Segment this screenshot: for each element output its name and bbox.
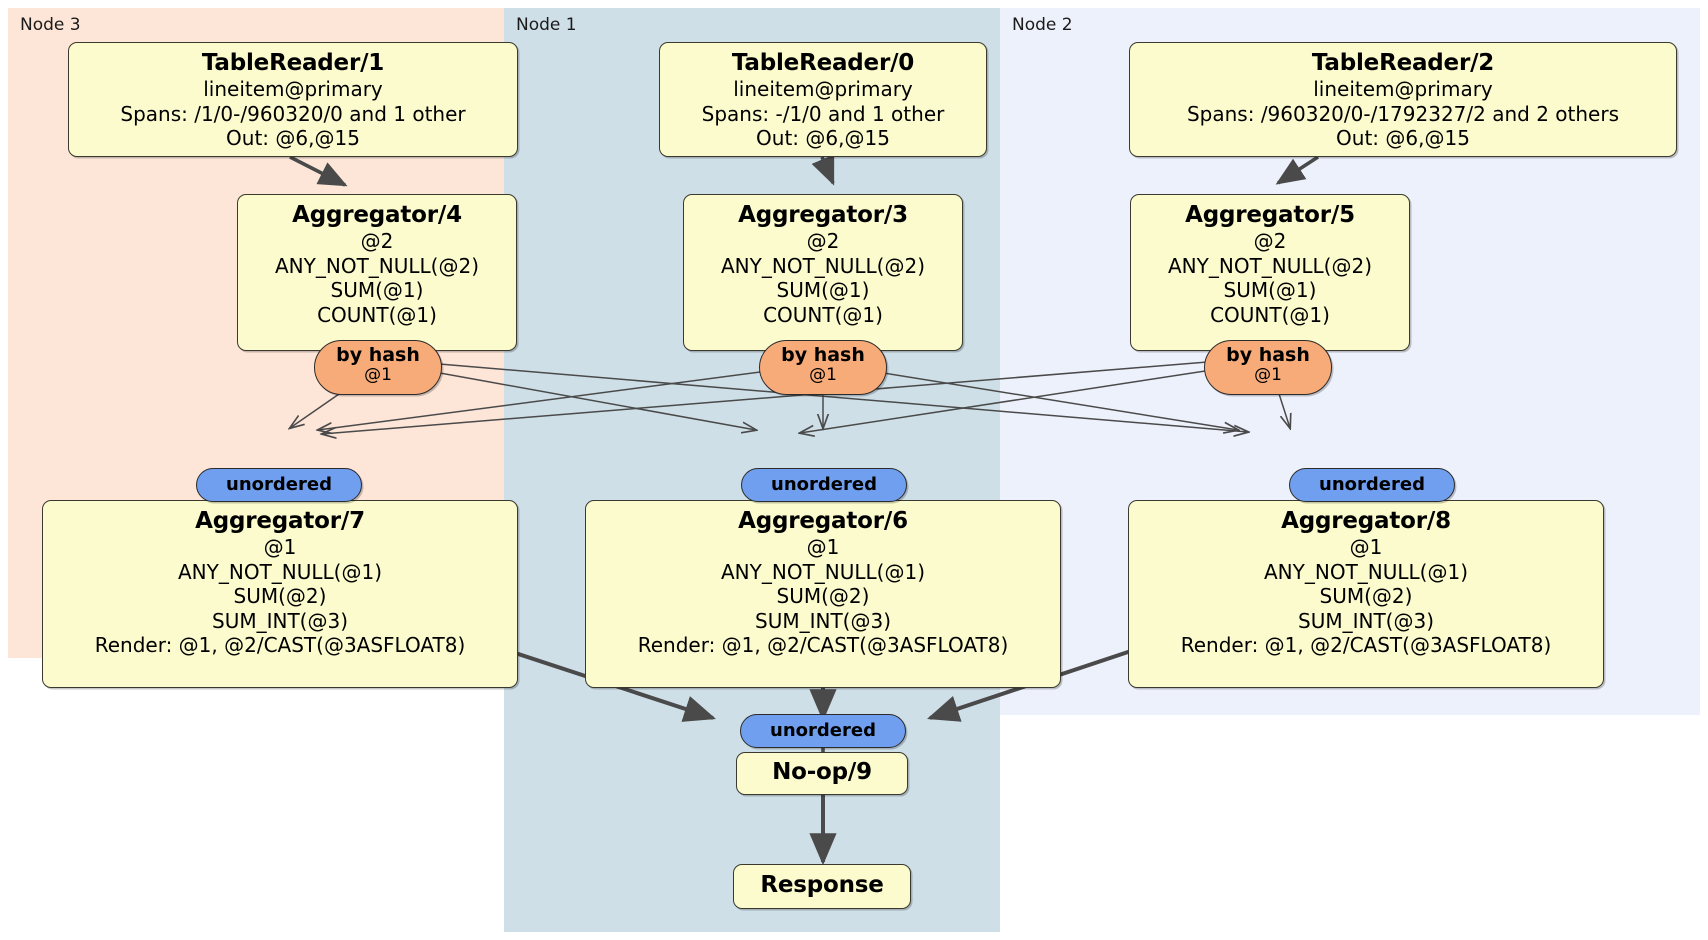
router-label: unordered: [1319, 474, 1425, 496]
processor-line: ANY_NOT_NULL(@1): [1264, 559, 1468, 584]
processor-line: lineitem@primary: [1313, 77, 1493, 102]
processor-line: @2: [1253, 229, 1287, 254]
router-label: unordered: [771, 474, 877, 496]
processor-line: SUM(@1): [1223, 278, 1317, 303]
cluster-label-node-3: Node 3: [20, 15, 81, 35]
processor-line: Render: @1, @2/CAST(@3ASFLOAT8): [637, 633, 1009, 658]
processor-line: ANY_NOT_NULL(@2): [721, 253, 925, 278]
processor-title: Aggregator/4: [292, 202, 462, 228]
router-unordered-node-3[interactable]: unordered: [196, 468, 362, 502]
processor-title: TableReader/0: [731, 50, 915, 76]
processor-line: ANY_NOT_NULL(@2): [275, 253, 479, 278]
processor-line: ANY_NOT_NULL(@1): [178, 559, 382, 584]
router-label: by hash: [781, 344, 865, 366]
processor-title: No-op/9: [772, 759, 872, 785]
processor-line: Render: @1, @2/CAST(@3ASFLOAT8): [94, 633, 466, 658]
router-unordered-node-1[interactable]: unordered: [741, 468, 907, 502]
processor-title: Aggregator/5: [1185, 202, 1355, 228]
processor-line: ANY_NOT_NULL(@2): [1168, 253, 1372, 278]
router-label: by hash: [1226, 344, 1310, 366]
processor-line: @2: [806, 229, 840, 254]
router-label: unordered: [770, 720, 876, 742]
processor-title: Aggregator/8: [1281, 508, 1451, 534]
router-sublabel: @1: [1254, 364, 1282, 385]
router-by-hash-node-2[interactable]: by hash @1: [1204, 340, 1332, 395]
processor-line: SUM_INT(@3): [755, 608, 891, 633]
processor-line: SUM_INT(@3): [212, 608, 348, 633]
router-sublabel: @1: [364, 364, 392, 385]
processor-line: COUNT(@1): [317, 302, 437, 327]
router-unordered-node-2[interactable]: unordered: [1289, 468, 1455, 502]
processor-line: @1: [806, 535, 840, 560]
processor-line: COUNT(@1): [763, 302, 883, 327]
cluster-label-node-1: Node 1: [516, 15, 577, 35]
processor-line: SUM(@2): [1319, 584, 1413, 609]
processor-line: SUM(@1): [776, 278, 870, 303]
router-by-hash-node-1[interactable]: by hash @1: [759, 340, 887, 395]
processor-aggregator-4[interactable]: Aggregator/4 @2 ANY_NOT_NULL(@2) SUM(@1)…: [237, 194, 517, 351]
processor-line: lineitem@primary: [733, 77, 913, 102]
processor-title: Aggregator/7: [195, 508, 365, 534]
processor-aggregator-6[interactable]: Aggregator/6 @1 ANY_NOT_NULL(@1) SUM(@2)…: [585, 500, 1061, 688]
processor-aggregator-7[interactable]: Aggregator/7 @1 ANY_NOT_NULL(@1) SUM(@2)…: [42, 500, 518, 688]
processor-line: Out: @6,@15: [1336, 126, 1470, 151]
processor-line: Render: @1, @2/CAST(@3ASFLOAT8): [1180, 633, 1552, 658]
processor-tablereader-2[interactable]: TableReader/2 lineitem@primary Spans: /9…: [1129, 42, 1677, 157]
processor-tablereader-1[interactable]: TableReader/1 lineitem@primary Spans: /1…: [68, 42, 518, 157]
processor-line: ANY_NOT_NULL(@1): [721, 559, 925, 584]
processor-title: TableReader/1: [201, 50, 385, 76]
processor-line: COUNT(@1): [1210, 302, 1330, 327]
processor-line: Spans: -/1/0 and 1 other: [701, 101, 945, 126]
processor-title: Aggregator/6: [738, 508, 908, 534]
processor-line: Spans: /1/0-/960320/0 and 1 other: [120, 101, 466, 126]
cluster-label-node-2: Node 2: [1012, 15, 1073, 35]
processor-line: SUM(@1): [330, 278, 424, 303]
processor-response[interactable]: Response: [733, 864, 911, 909]
processor-line: Spans: /960320/0-/1792327/2 and 2 others: [1186, 101, 1619, 126]
router-label: unordered: [226, 474, 332, 496]
processor-line: SUM(@2): [233, 584, 327, 609]
processor-line: Out: @6,@15: [756, 126, 890, 151]
processor-line: @1: [1349, 535, 1383, 560]
router-by-hash-node-3[interactable]: by hash @1: [314, 340, 442, 395]
processor-aggregator-3[interactable]: Aggregator/3 @2 ANY_NOT_NULL(@2) SUM(@1)…: [683, 194, 963, 351]
processor-title: Response: [760, 872, 884, 898]
processor-line: SUM_INT(@3): [1298, 608, 1434, 633]
router-label: by hash: [336, 344, 420, 366]
processor-tablereader-0[interactable]: TableReader/0 lineitem@primary Spans: -/…: [659, 42, 987, 157]
processor-line: @1: [263, 535, 297, 560]
processor-title: TableReader/2: [1311, 50, 1495, 76]
processor-line: Out: @6,@15: [226, 126, 360, 151]
router-sublabel: @1: [809, 364, 837, 385]
processor-line: lineitem@primary: [203, 77, 383, 102]
processor-aggregator-5[interactable]: Aggregator/5 @2 ANY_NOT_NULL(@2) SUM(@1)…: [1130, 194, 1410, 351]
processor-line: SUM(@2): [776, 584, 870, 609]
processor-line: @2: [360, 229, 394, 254]
processor-title: Aggregator/3: [738, 202, 908, 228]
router-unordered-final[interactable]: unordered: [740, 714, 906, 748]
processor-aggregator-8[interactable]: Aggregator/8 @1 ANY_NOT_NULL(@1) SUM(@2)…: [1128, 500, 1604, 688]
processor-noop-9[interactable]: No-op/9: [736, 752, 908, 795]
